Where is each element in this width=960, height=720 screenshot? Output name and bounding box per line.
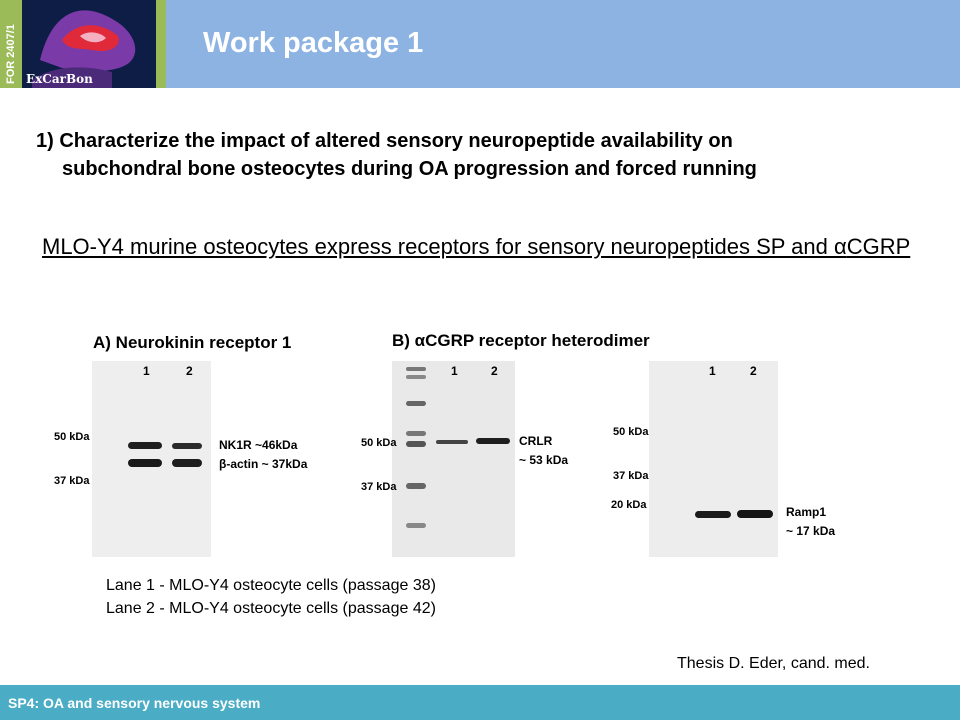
blot-b2-lane-1: 1: [709, 364, 716, 378]
credit-text: Thesis D. Eder, cand. med.: [677, 655, 870, 672]
logo-image: [22, 0, 156, 88]
blot-a-marker-50: 50 kDa: [54, 431, 90, 443]
blot-a-marker-37: 37 kDa: [54, 475, 90, 487]
finding-text: MLO-Y4 murine osteocytes express recepto…: [42, 234, 834, 259]
blot-b2-marker-50: 50 kDa: [613, 426, 649, 438]
header-accent-bar: [156, 0, 166, 88]
blot-a-lane-2: 2: [186, 364, 193, 378]
band-actin-lane1: [128, 459, 162, 467]
blot-b2-ramp1-label: Ramp1: [786, 505, 827, 519]
blot-b2-lane-2: 2: [750, 364, 757, 378]
blot-b1: [392, 361, 515, 557]
finding-statement: MLO-Y4 murine osteocytes express recepto…: [42, 232, 922, 262]
ladder-band: [406, 441, 426, 447]
objective-line-1: 1) Characterize the impact of altered se…: [36, 130, 733, 152]
ladder-band: [406, 375, 426, 379]
blot-b1-kda-label: ~ 53 kDa: [519, 453, 569, 467]
band-crlr-lane1: [436, 440, 468, 444]
blot-b2: [649, 361, 778, 557]
blot-b2-marker-37: 37 kDa: [613, 470, 649, 482]
panel-b-title: B) αCGRP receptor heterodimer: [392, 331, 650, 350]
blot-b1-marker-37: 37 kDa: [361, 481, 397, 493]
side-strip: FOR 2407/1: [0, 0, 22, 88]
band-crlr-lane2: [476, 438, 510, 444]
blot-b1-marker-50: 50 kDa: [361, 437, 397, 449]
alpha-symbol: α: [834, 234, 847, 259]
blot-b2-marker-20: 20 kDa: [611, 499, 647, 511]
legend-lane-2: Lane 2 - MLO-Y4 osteocyte cells (passage…: [106, 600, 436, 617]
band-actin-lane2: [172, 459, 202, 467]
blot-a: [92, 361, 211, 557]
band-nk1r-lane1: [128, 442, 162, 449]
blot-a-nk1r-label: NK1R ~46kDa: [219, 438, 298, 452]
ladder-band: [406, 401, 426, 406]
footer-bar: SP4: OA and sensory nervous system: [0, 685, 960, 720]
objective-line-2: subchondral bone osteocytes during OA pr…: [62, 158, 757, 180]
ladder-band: [406, 367, 426, 371]
objective-text: 1) Characterize the impact of altered se…: [36, 127, 936, 183]
blot-a-actin-label: β-actin ~ 37kDa: [219, 457, 308, 471]
legend-lane-1: Lane 1 - MLO-Y4 osteocyte cells (passage…: [106, 577, 436, 594]
ladder-band: [406, 431, 426, 436]
band-ramp1-lane2: [737, 510, 773, 518]
band-nk1r-lane2: [172, 443, 202, 449]
blot-b1-lane-2: 2: [491, 364, 498, 378]
finding-cgrp: CGRP: [846, 234, 911, 259]
blot-b1-crlr-label: CRLR: [519, 434, 553, 448]
blot-b1-lane-1: 1: [451, 364, 458, 378]
side-label: FOR 2407/1: [5, 24, 17, 84]
slide-title: Work package 1: [203, 27, 424, 59]
panel-a-title: A) Neurokinin receptor 1: [93, 333, 292, 352]
footer-text: SP4: OA and sensory nervous system: [8, 695, 261, 711]
band-ramp1-lane1: [695, 511, 731, 518]
ladder-band: [406, 523, 426, 528]
blot-a-lane-1: 1: [143, 364, 150, 378]
ladder-band: [406, 483, 426, 489]
lane-legend: Lane 1 - MLO-Y4 osteocyte cells (passage…: [106, 574, 436, 620]
blot-b2-kda-label: ~ 17 kDa: [786, 524, 836, 538]
excarbon-logo: ExCarBon: [22, 0, 156, 88]
logo-text: ExCarBon: [26, 72, 93, 86]
